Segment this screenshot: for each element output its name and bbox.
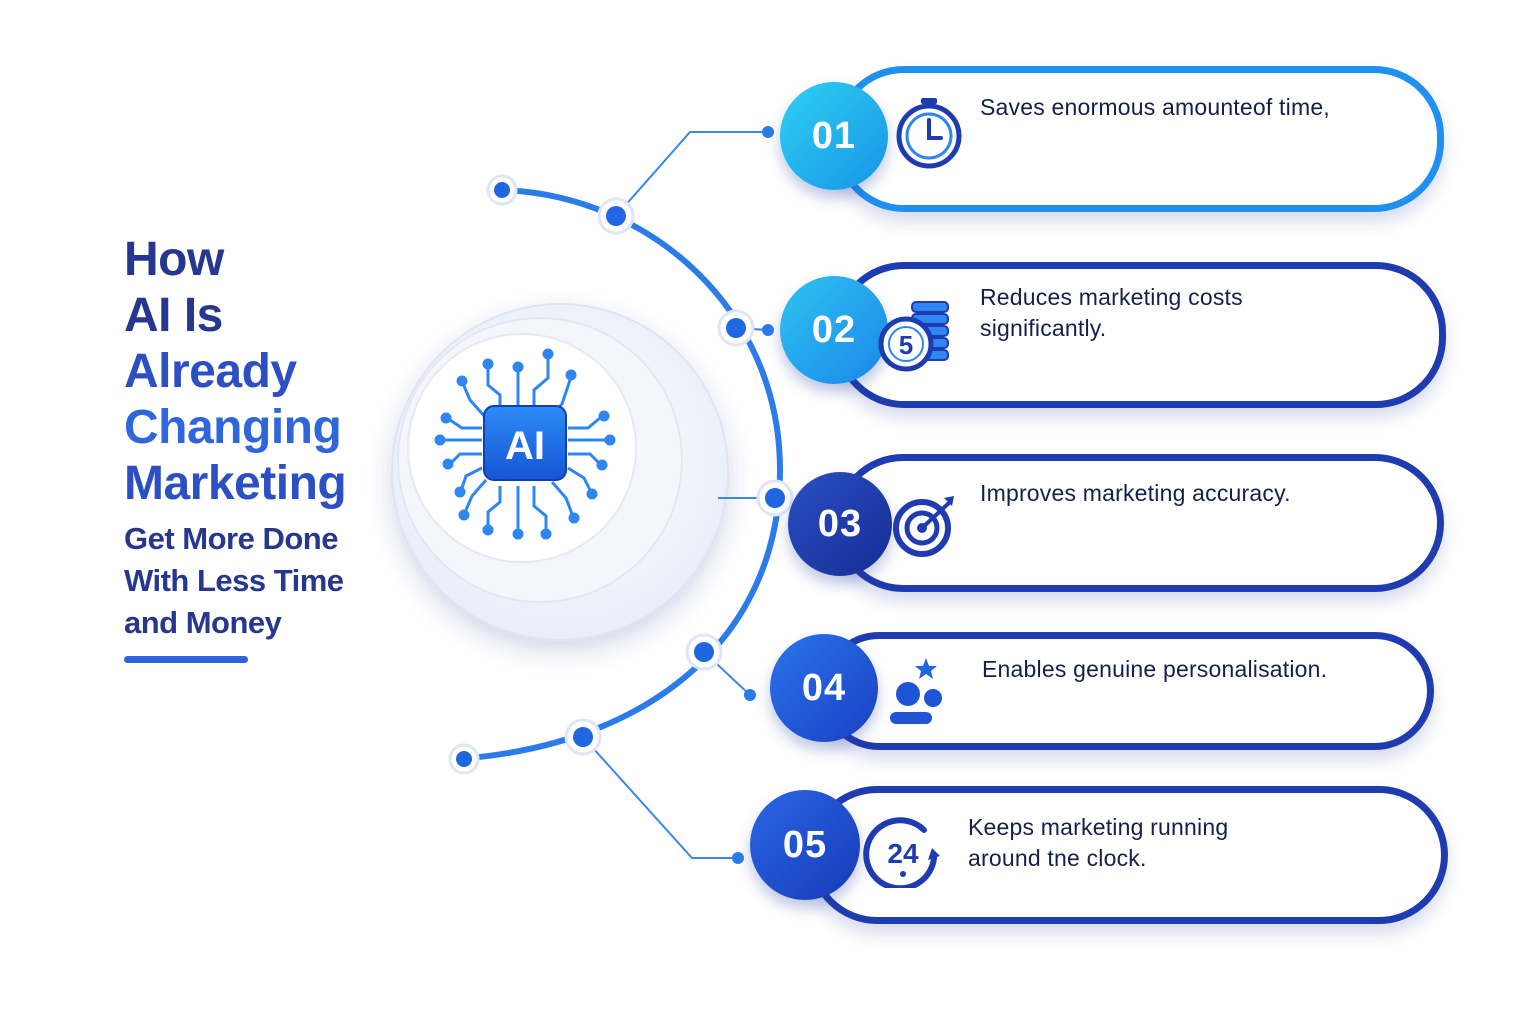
arc-node: [756, 479, 794, 517]
arc-node: [448, 743, 480, 775]
item-text-3: Improves marketing accuracy.: [980, 480, 1291, 506]
title-block: How AI Is Already Changing Marketing Get…: [124, 232, 424, 644]
number-badge-1: 01: [780, 82, 888, 190]
arc-node: [564, 718, 602, 756]
title-line-4: Changing: [124, 401, 342, 454]
user-star-icon: [890, 658, 942, 724]
number-badge-5: 05: [750, 790, 860, 900]
circuit-traces: [434, 348, 616, 540]
arc-nodes: [448, 174, 794, 775]
title-line-2: AI Is: [124, 289, 223, 342]
subtitle-line-1: Get More Done: [124, 521, 338, 556]
subtitle-line-2: With Less Time: [124, 563, 344, 598]
item-card-4: [820, 632, 1434, 750]
title-line-5: Marketing: [124, 457, 347, 510]
item-text-5: Keeps marketing running around tne clock…: [968, 814, 1229, 871]
connector-arc: [467, 187, 784, 761]
item-text-2: Reduces marketing costs significantly.: [980, 284, 1243, 341]
item-card-1: [834, 66, 1444, 212]
title-line-1: How: [124, 233, 224, 286]
arc-node: [597, 197, 635, 235]
coin-stack-icon: 5: [878, 301, 949, 372]
title-underline: [124, 656, 248, 663]
item-text-4: Enables genuine personalisation.: [982, 656, 1328, 682]
subtitle-line-3: and Money: [124, 605, 282, 640]
arc-node: [486, 174, 518, 206]
branch-end-dots: [732, 126, 774, 864]
arc-node: [717, 309, 755, 347]
number-badge-4: 04: [770, 634, 878, 742]
stopwatch-icon: [896, 98, 962, 169]
arc-node: [685, 633, 723, 671]
item-text-1: Saves enormous amounteof time,: [980, 94, 1330, 120]
ai-chip-icon: AI: [483, 405, 567, 481]
number-badge-3: 03: [788, 472, 892, 576]
number-badge-2: 02: [780, 276, 888, 384]
clock-24-label: 24: [887, 838, 919, 869]
title-line-3: Already: [124, 345, 297, 398]
clock-24-icon: 24: [863, 817, 940, 888]
hub-label: AI: [505, 424, 545, 468]
target-icon: [893, 496, 954, 557]
svg-text:5: 5: [899, 330, 913, 360]
